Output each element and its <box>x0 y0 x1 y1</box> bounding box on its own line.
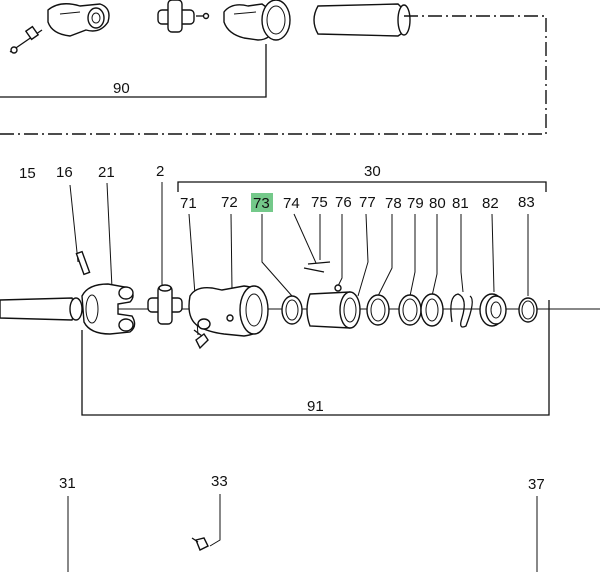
callout-79: 79 <box>407 195 424 212</box>
callout-73-highlight[interactable] <box>251 193 273 212</box>
top-bolt-part <box>9 25 43 54</box>
top-shaft-part <box>313 3 411 37</box>
callout-76: 76 <box>335 194 352 211</box>
yoke-part-21[interactable] <box>81 283 136 335</box>
top-cross-part <box>157 0 210 33</box>
callout-73: 73 <box>253 195 270 212</box>
tube-yoke-part-72[interactable] <box>188 285 269 337</box>
callout-75: 75 <box>311 194 328 211</box>
middle-assembly: 30 91 15 16 21 2 71 72 73 74 75 76 77 78… <box>0 163 600 416</box>
washer-part-80[interactable] <box>420 293 444 327</box>
top-tube-yoke-part <box>223 0 291 41</box>
circlip-part-83[interactable] <box>518 297 538 323</box>
callout-78: 78 <box>385 195 402 212</box>
callout-21: 21 <box>98 164 115 181</box>
nipple-part-71[interactable] <box>193 329 209 350</box>
callout-90: 90 <box>113 80 130 97</box>
callout-30: 30 <box>364 163 381 180</box>
ring-part-78[interactable] <box>366 294 390 326</box>
callout-71: 71 <box>180 195 197 212</box>
cross-part-2[interactable] <box>147 284 183 325</box>
callout-80: 80 <box>429 195 446 212</box>
callout-83: 83 <box>518 194 535 211</box>
callout-37: 37 <box>528 476 545 493</box>
callout-91: 91 <box>307 398 324 415</box>
spring-part-81[interactable] <box>450 293 473 328</box>
ring-part-73[interactable] <box>281 295 303 325</box>
callout-31: 31 <box>59 475 76 492</box>
nipple-part-33[interactable] <box>191 537 209 551</box>
callout-15: 15 <box>19 165 36 182</box>
callout-81: 81 <box>452 195 469 212</box>
pin-part-75[interactable] <box>303 261 331 273</box>
top-assembly: 90 <box>0 0 547 135</box>
callout-72: 72 <box>221 194 238 211</box>
shaft-part-15[interactable] <box>0 297 83 321</box>
top-yoke-part <box>47 3 110 37</box>
bottom-assembly: 31 33 37 <box>59 473 545 572</box>
callout-16: 16 <box>56 164 73 181</box>
pin-part-16[interactable] <box>75 250 91 276</box>
callout-74: 74 <box>283 195 300 212</box>
callout-82: 82 <box>482 195 499 212</box>
ring-part-79[interactable] <box>398 294 422 326</box>
callout-33: 33 <box>211 473 228 490</box>
bearing-part-82[interactable] <box>479 293 507 327</box>
callout-77: 77 <box>359 194 376 211</box>
collar-part-77[interactable] <box>306 284 361 329</box>
callout-2: 2 <box>156 163 164 180</box>
